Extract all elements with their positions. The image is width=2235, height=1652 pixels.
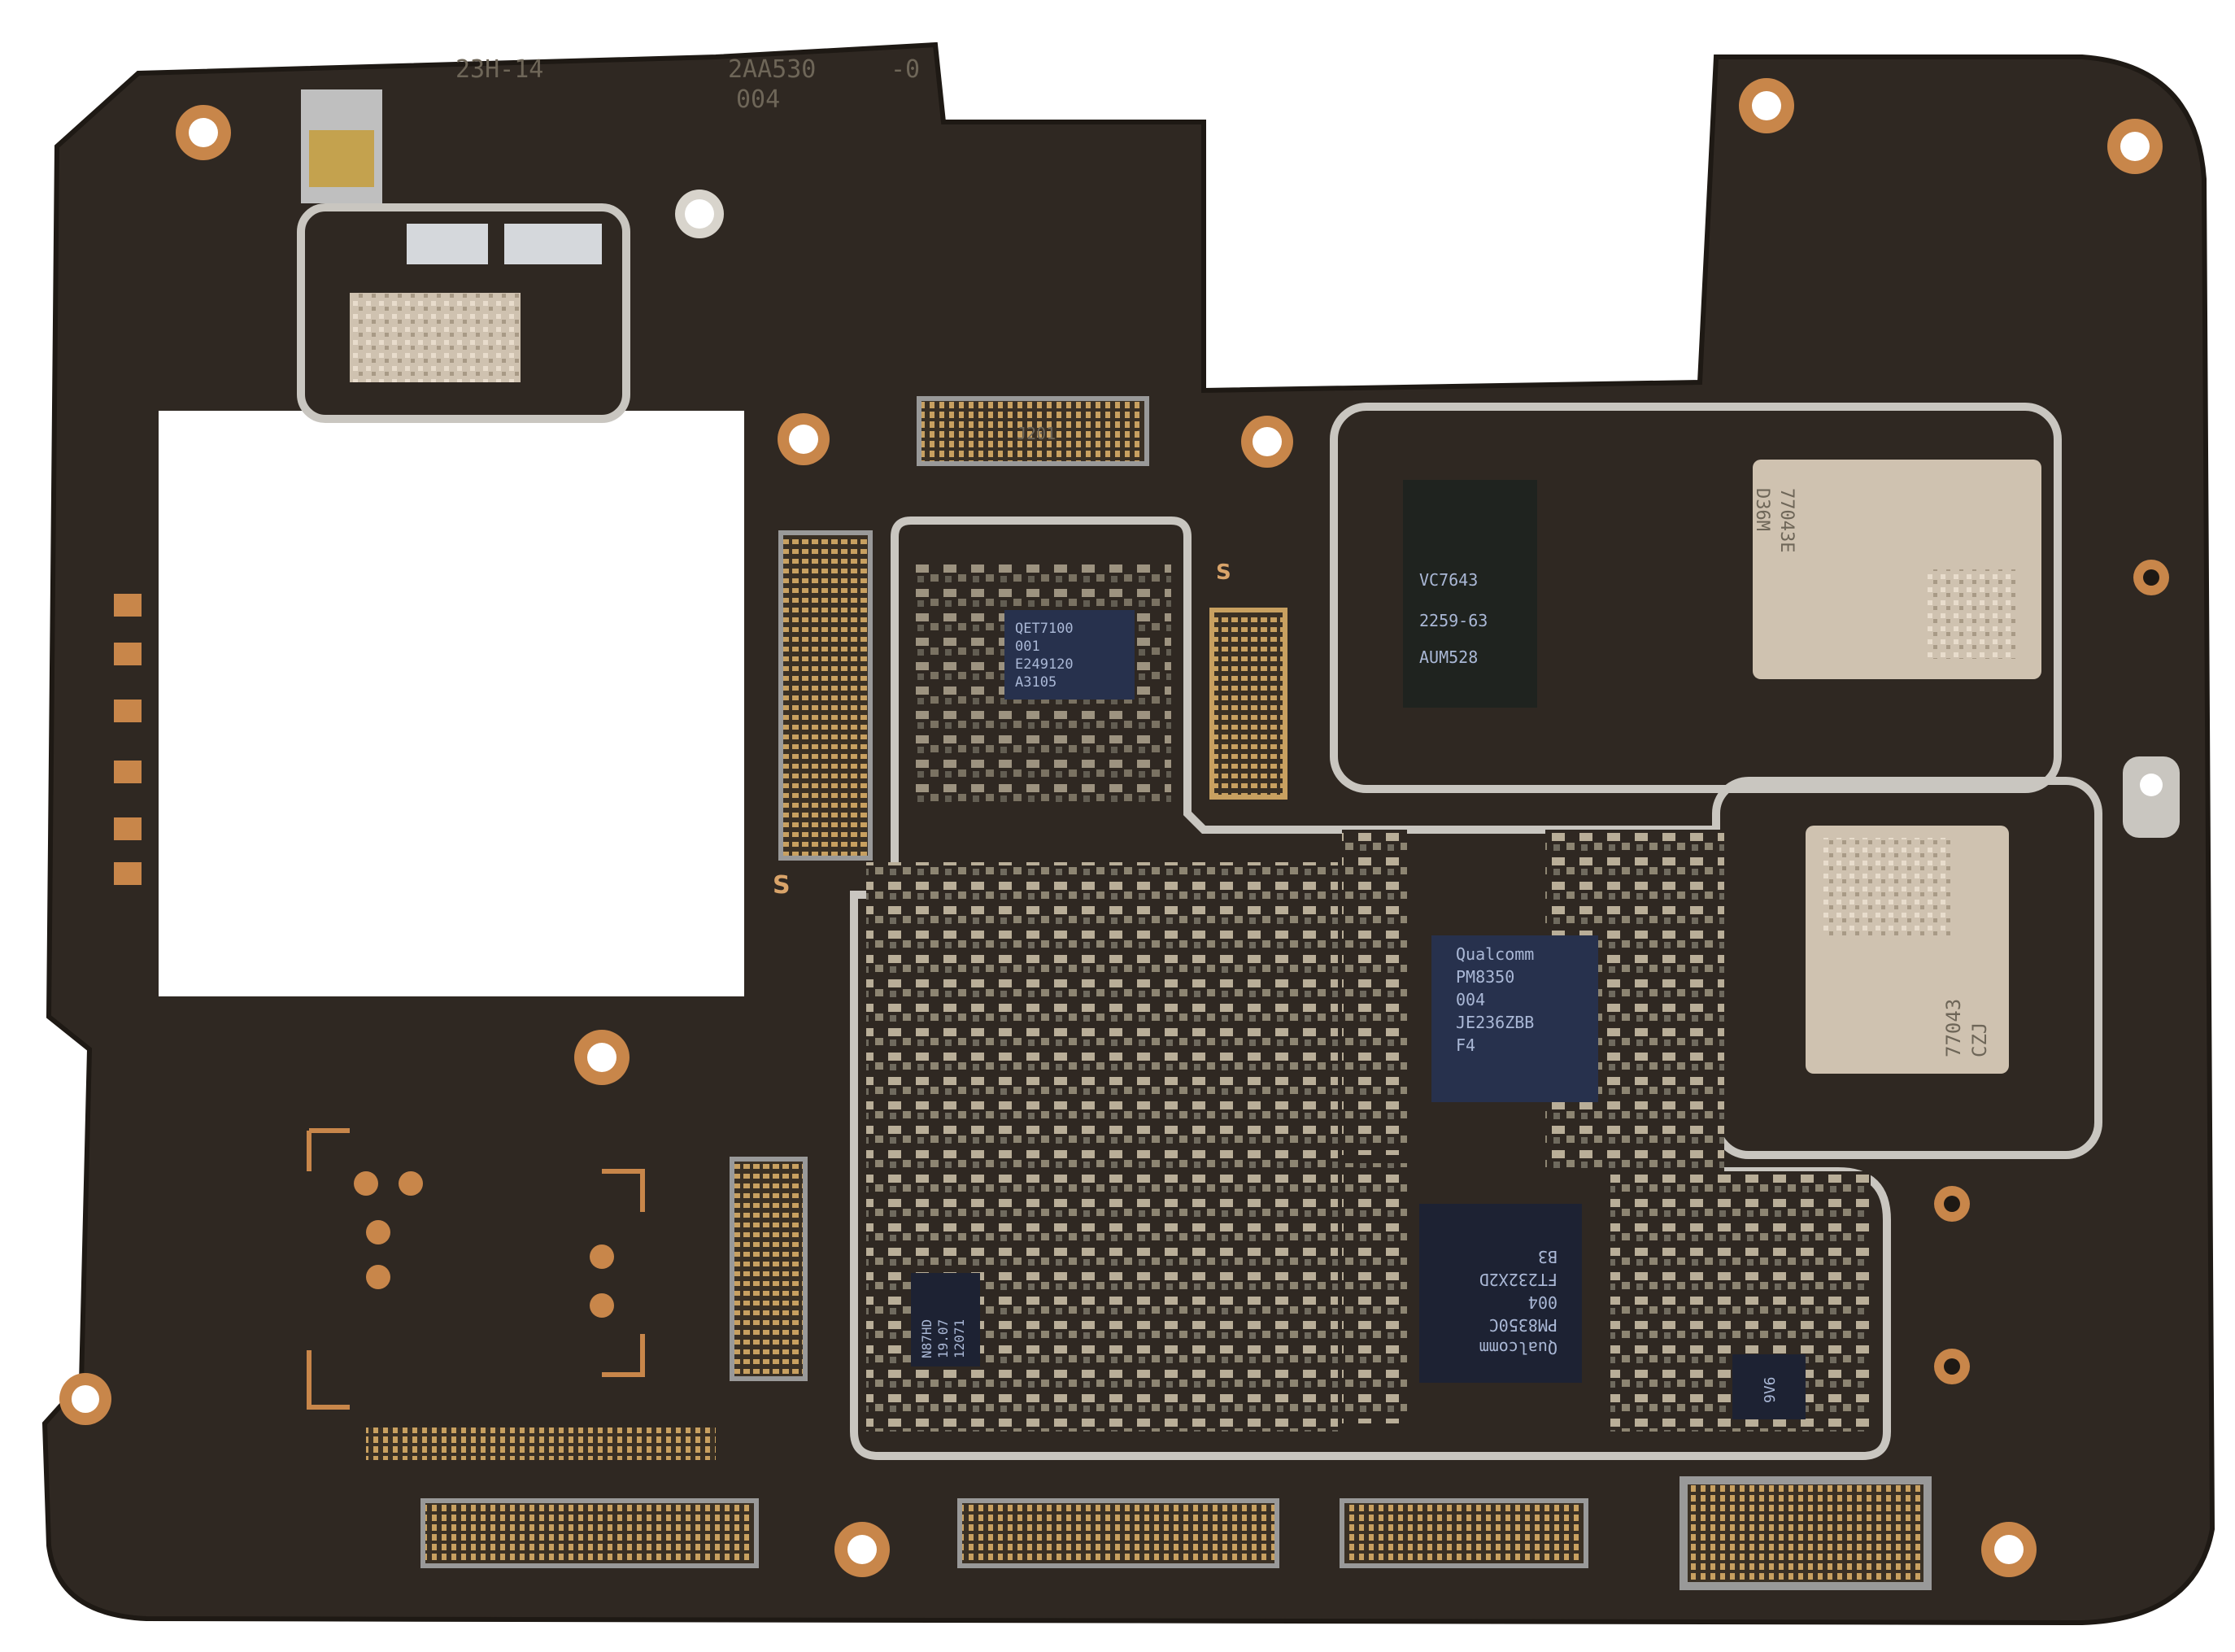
shield-left-rf bbox=[850, 517, 1891, 1460]
pmic-c-chip: Qualcomm PM8350C 004 FT232X2D B3 bbox=[1419, 1204, 1582, 1383]
svg-text:QET7100: QET7100 bbox=[1015, 621, 1074, 637]
connector-bottom-3 bbox=[1340, 1498, 1588, 1568]
svg-text:AUM528: AUM528 bbox=[1419, 647, 1478, 667]
svg-text:Qualcomm: Qualcomm bbox=[1479, 1338, 1558, 1358]
svg-text:B3: B3 bbox=[1538, 1247, 1558, 1266]
connector-lower-vertical bbox=[730, 1157, 808, 1381]
silk-connector-label: J201 bbox=[1017, 424, 1056, 443]
svg-text:N87HD: N87HD bbox=[919, 1319, 935, 1358]
connector-bottom-4 bbox=[1680, 1476, 1932, 1590]
svg-text:VC7643: VC7643 bbox=[1419, 570, 1478, 590]
svg-text:004: 004 bbox=[1456, 990, 1485, 1009]
pmic-main-chip: Qualcomm PM8350 004 JE236ZBB F4 bbox=[1431, 935, 1598, 1102]
silk-top-mid-a: 2AA530 bbox=[728, 55, 816, 84]
svg-text:PM8350: PM8350 bbox=[1456, 967, 1514, 987]
connector-left-vertical bbox=[778, 530, 873, 861]
svg-text:Qualcomm: Qualcomm bbox=[1456, 944, 1534, 964]
svg-text:004: 004 bbox=[1528, 1292, 1558, 1312]
svg-text:PM8350C: PM8350C bbox=[1489, 1315, 1558, 1335]
silk-top-mid-b: -0 bbox=[891, 55, 920, 84]
coax-connectors bbox=[1934, 560, 2169, 1384]
svg-text:001: 001 bbox=[1015, 639, 1040, 655]
left-test-pads bbox=[114, 594, 142, 885]
svg-text:2259-63: 2259-63 bbox=[1419, 611, 1488, 630]
s-mark-mid: S bbox=[1216, 560, 1231, 585]
silk-top-mid-c: 004 bbox=[736, 85, 780, 114]
camera-cutout bbox=[159, 411, 744, 996]
qet-chip: QET7100 001 E249120 A3105 bbox=[1004, 610, 1135, 700]
sim-pads bbox=[354, 1171, 614, 1318]
svg-text:77043: 77043 bbox=[1942, 999, 1965, 1057]
small-chip-bottom: 9V6 bbox=[1732, 1354, 1806, 1419]
svg-text:9V6: 9V6 bbox=[1762, 1376, 1779, 1403]
mounting-holes bbox=[59, 78, 2163, 1577]
rf-module-top: 77043E D36M bbox=[1752, 460, 2041, 679]
connector-mid-vertical bbox=[1209, 608, 1287, 800]
svg-text:F4: F4 bbox=[1456, 1035, 1475, 1055]
s-mark-left: S bbox=[773, 871, 791, 900]
svg-text:E249120: E249120 bbox=[1015, 656, 1074, 673]
silk-top-left: 23H-14 bbox=[455, 55, 543, 84]
sim-outline bbox=[307, 1128, 645, 1410]
svg-text:12071: 12071 bbox=[952, 1319, 967, 1358]
rf-module-right: 77043 CZJ bbox=[1806, 826, 2009, 1074]
connector-bottom-1 bbox=[420, 1498, 759, 1568]
svg-text:D36M: D36M bbox=[1752, 488, 1772, 531]
shield-top-right bbox=[1330, 403, 2062, 793]
shield-clip-right bbox=[2123, 756, 2180, 838]
connector-top bbox=[917, 396, 1149, 466]
svg-text:FT232X2D: FT232X2D bbox=[1479, 1270, 1558, 1289]
svg-text:77043E: 77043E bbox=[1776, 488, 1797, 552]
svg-text:19.07: 19.07 bbox=[935, 1319, 951, 1358]
svg-text:A3105: A3105 bbox=[1015, 674, 1057, 691]
connector-bottom-2 bbox=[957, 1498, 1279, 1568]
svg-text:JE236ZBB: JE236ZBB bbox=[1456, 1013, 1534, 1032]
svg-text:CZJ: CZJ bbox=[1968, 1022, 1991, 1057]
vc-chip: VC7643 2259-63 AUM528 bbox=[1403, 480, 1537, 708]
small-chip-left: N87HD 19.07 12071 bbox=[911, 1273, 980, 1366]
